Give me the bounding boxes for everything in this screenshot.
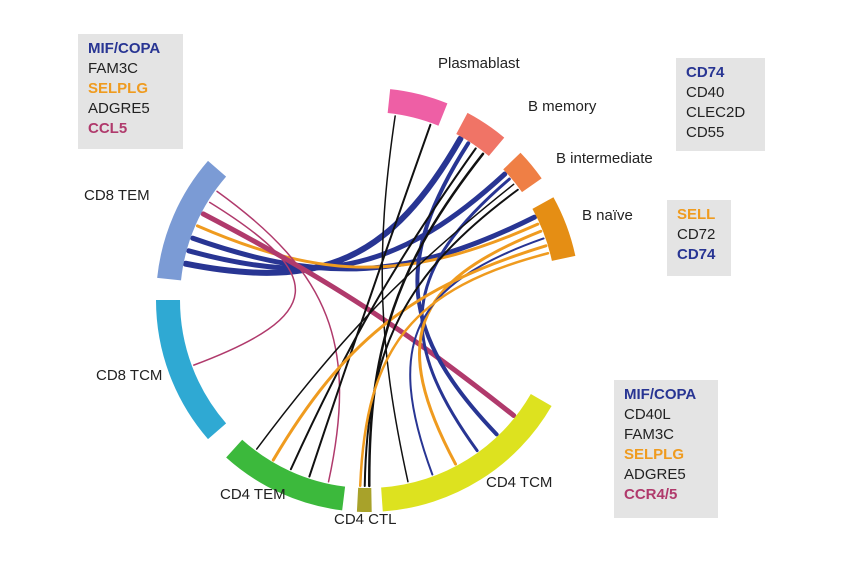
- label-plasmablast: Plasmablast: [438, 55, 520, 72]
- arc-cd4-tem: [226, 439, 346, 511]
- arc-b-intermediate: [503, 152, 542, 193]
- link-cd8-tem-b-naive: [195, 222, 540, 269]
- label-cd4-tem: CD4 TEM: [220, 486, 286, 503]
- gene-label: ADGRE5: [624, 466, 686, 483]
- link-cd8-tem-cd4-tem: [216, 190, 341, 483]
- label-cd8-tcm: CD8 TCM: [96, 367, 163, 384]
- gene-label: CD40: [686, 84, 725, 101]
- link-cd4-tem-b-naive: [271, 244, 548, 462]
- link-cd4-tcm-b-naive: [409, 237, 545, 476]
- label-b-naive: B naïve: [582, 207, 633, 224]
- arc-cd4-ctl: [356, 487, 372, 512]
- link-cd4-ctl-b-memory: [368, 152, 485, 488]
- arcs-layer: [156, 89, 576, 512]
- link-cd4-tem-b-memory: [289, 147, 477, 471]
- gene-label: SELPLG: [88, 80, 149, 97]
- link-cd8-tem-cd8-tcm: [193, 201, 297, 366]
- gene-label: CD74: [677, 246, 716, 263]
- label-b-intermediate: B intermediate: [556, 150, 653, 167]
- label-cd4-ctl: CD4 CTL: [334, 511, 397, 528]
- gene-box-b-memory: CD74 CD40 CLEC2D CD55: [676, 58, 765, 151]
- gene-label: CLEC2D: [686, 104, 746, 121]
- link-cd4-tcm-b-intermediate: [420, 177, 511, 453]
- gene-label: CD72: [677, 226, 716, 243]
- arc-cd8-tcm: [156, 300, 227, 440]
- gene-label: SELL: [677, 206, 716, 223]
- label-cd4-tcm: CD4 TCM: [486, 474, 553, 491]
- gene-box-cd8-tem: MIF/COPA FAM3C SELPLG ADGRE5 CCL5: [78, 34, 183, 149]
- label-cd8-tem: CD8 TEM: [84, 187, 150, 204]
- arc-cd8-tem: [157, 160, 227, 281]
- arc-b-naive: [532, 197, 576, 261]
- gene-box-cd4-tcm: MIF/COPA CD40L FAM3C SELPLG ADGRE5 CCR4/…: [614, 380, 718, 518]
- gene-box-b-naive: SELL CD72 CD74: [667, 200, 731, 276]
- link-cd8-tem-b-memory: [182, 135, 464, 276]
- gene-label: FAM3C: [624, 426, 675, 443]
- link-cd4-tem-plasmablast: [308, 123, 432, 478]
- link-cd4-tem-b-intermediate: [255, 183, 515, 450]
- link-cd4-tcm-b-naive: [417, 229, 543, 466]
- gene-label: CD55: [686, 124, 725, 141]
- label-b-memory: B memory: [528, 98, 597, 115]
- gene-label: FAM3C: [88, 60, 139, 77]
- link-cd4-ctl-b-naive: [358, 252, 550, 488]
- gene-label: MIF/COPA: [88, 40, 161, 57]
- link-cd4-tcm-plasmablast: [381, 115, 409, 483]
- links-layer: [182, 115, 550, 488]
- gene-label: CCR4/5: [624, 486, 678, 503]
- arc-cd4-tcm: [381, 394, 552, 512]
- gene-label: CD74: [686, 64, 725, 81]
- link-cd4-ctl-b-intermediate: [363, 188, 519, 487]
- link-cd4-tcm-b-memory: [415, 141, 499, 437]
- arc-b-memory: [456, 112, 505, 156]
- link-cd8-tem-b-intermediate: [186, 171, 508, 271]
- gene-label: CD40L: [624, 406, 671, 423]
- link-cd8-tem-cd4-tcm: [200, 211, 517, 419]
- arc-plasmablast: [387, 89, 448, 126]
- gene-label: SELPLG: [624, 446, 685, 463]
- gene-label: MIF/COPA: [624, 386, 697, 403]
- gene-label: ADGRE5: [88, 100, 150, 117]
- gene-label: CCL5: [88, 120, 128, 137]
